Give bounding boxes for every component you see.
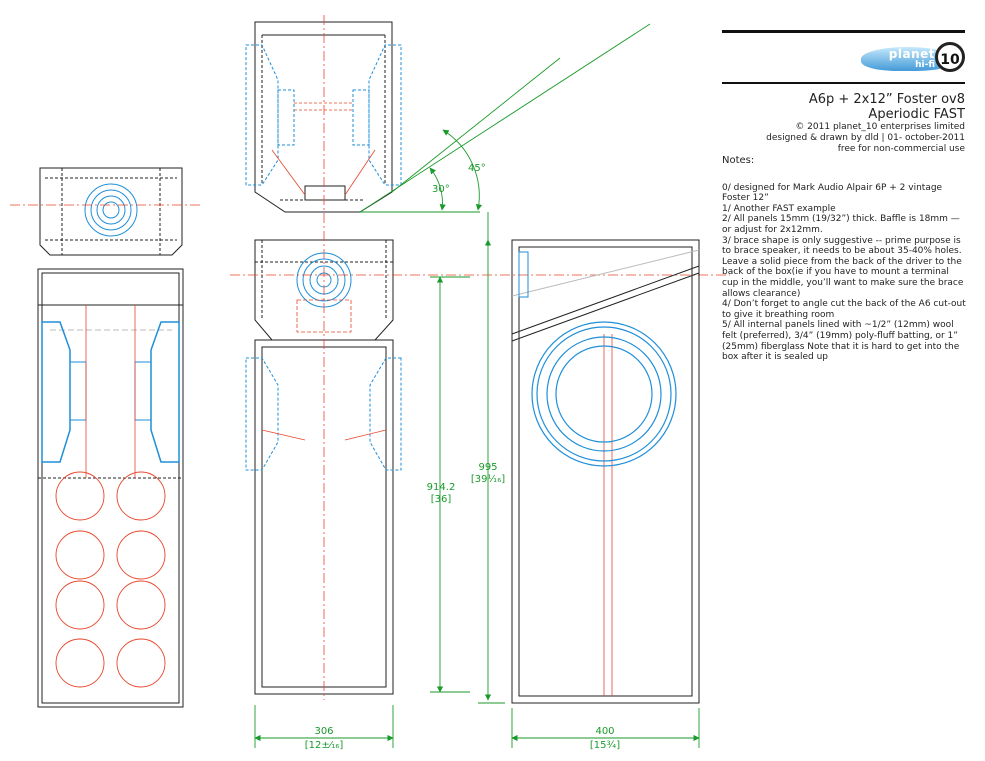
height-inner-in-label: [36] [431, 494, 452, 505]
width-front-in-label: [12±⁄₁₆] [305, 740, 344, 751]
angle-45-label: 45° [468, 163, 486, 174]
credit-text: designed & drawn by dld | 01- october-20… [766, 133, 965, 143]
angle-30-label: 30° [432, 184, 450, 195]
note-item: 0/ designed for Mark Audio Alpair 6P + 2… [722, 182, 943, 204]
dimension-lines [254, 23, 700, 748]
depth-side-in-label: [15¾] [590, 740, 620, 751]
depth-side-label: 400 [595, 726, 614, 737]
notes-panel: Notes: 0/ designed for Mark Audio Alpair… [722, 155, 967, 363]
title-rule-thin [722, 82, 965, 84]
note-item: 5/ All internal panels lined with ~1/2” … [722, 320, 960, 363]
logo-badge: 10 [935, 42, 965, 72]
copyright-text: © 2011 planet_10 enterprises limited [795, 122, 965, 132]
logo-text: planet [888, 47, 935, 61]
drawing-subtitle: Aperiodic FAST [868, 107, 965, 122]
width-front-label: 306 [314, 726, 333, 737]
notes-heading: Notes: [722, 155, 755, 166]
title-block: planet hi-fi 10 A6p + 2x12” Foster ov8 A… [722, 30, 965, 155]
right-side-view [511, 239, 700, 704]
logo-subtext: hi-fi [915, 60, 935, 70]
left-top-view [39, 167, 183, 256]
middle-front-view [245, 239, 402, 695]
note-item: 2/ All panels 15mm (19/32”) thick. Baffl… [722, 214, 960, 235]
height-total-label: 995 [478, 462, 497, 473]
note-item: 4/ Don’t forget to angle cut the back of… [722, 299, 966, 320]
title-rule [722, 30, 965, 33]
planet10-logo: planet hi-fi 10 [722, 37, 965, 79]
middle-top-view [245, 21, 402, 213]
left-rear-view [37, 268, 184, 708]
height-total-in-label: [39¹⁄₁₆] [471, 474, 505, 485]
dimension-labels: 45° 30° 914.2 [36] 995 [39¹⁄₁₆] 306 [12±… [305, 163, 620, 751]
drawing-title: A6p + 2x12” Foster ov8 [808, 92, 965, 107]
note-item: 1/ Another FAST example [722, 203, 836, 214]
license-text: free for non-commercial use [837, 144, 965, 154]
note-item: 3/ brace shape is only suggestive -- pri… [722, 235, 964, 299]
height-inner-label: 914.2 [427, 482, 456, 493]
